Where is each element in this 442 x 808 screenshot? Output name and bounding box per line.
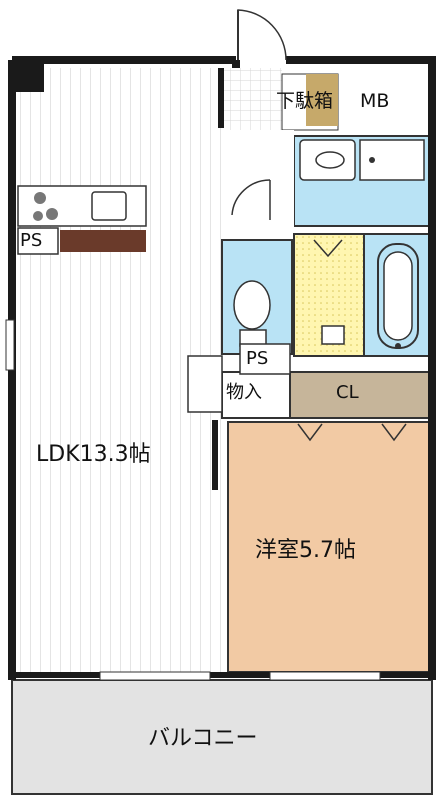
column	[12, 60, 44, 92]
ldk-label: LDK13.3帖	[36, 442, 151, 467]
storage-label: 物入	[226, 382, 262, 403]
window-icon	[99, 671, 211, 681]
wall-bottom	[12, 672, 432, 678]
bathtub-icon	[377, 243, 419, 349]
hallway	[222, 130, 294, 240]
wall-ldk-right-lower	[212, 420, 218, 490]
pipe-space-hall	[239, 343, 291, 375]
kitchen-counter	[60, 230, 146, 252]
shoe-box-label: 下駄箱	[276, 90, 334, 112]
pipe-space-kitchen	[17, 227, 59, 255]
closet-label: CL	[336, 382, 359, 403]
kitchen-sink-icon	[91, 191, 127, 221]
kitchen-stove-icon	[17, 185, 147, 227]
entrance-floor	[222, 68, 282, 130]
pipe-space-kitchen-label: PS	[20, 230, 43, 251]
window-icon	[269, 671, 381, 681]
balcony-label: バルコニー	[148, 726, 258, 751]
balcony	[11, 679, 433, 795]
window-icon	[5, 319, 15, 371]
toilet-icon	[233, 280, 271, 347]
wall-ldk-right	[218, 68, 224, 128]
western-room-label: 洋室5.7帖	[255, 538, 356, 563]
sink-icon	[299, 139, 425, 181]
shoe-box-fill	[306, 74, 338, 126]
door-swing-icon	[231, 179, 271, 216]
pipe-space-hall-label: PS	[246, 348, 269, 369]
meter-box-label: MB	[360, 90, 390, 112]
outer-wall	[8, 56, 436, 680]
door-swing-icon	[187, 355, 223, 413]
western-room	[227, 421, 431, 673]
door-swing-icon	[237, 9, 287, 61]
